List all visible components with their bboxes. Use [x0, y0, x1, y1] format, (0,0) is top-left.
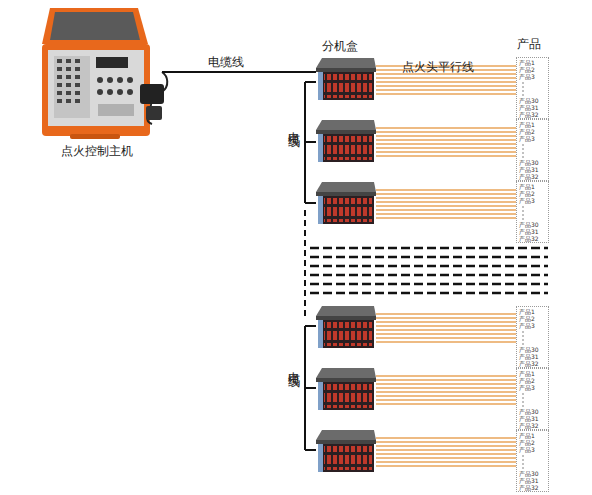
sub-box: [316, 58, 376, 472]
ellipsis-dots: [518, 431, 530, 471]
product-column: 产品1产品2产品3 产品30产品31产品32: [516, 119, 549, 181]
product-column: 产品1产品2产品3 产品30产品31产品32: [516, 368, 549, 430]
cable-label: 电缆线: [208, 55, 244, 69]
product-item: 产品31: [519, 477, 539, 484]
ellipsis-dots: [518, 58, 530, 98]
parallel-wires: [376, 66, 516, 466]
ellipsis-dots: [518, 120, 530, 160]
product-item: 产品32: [519, 422, 539, 429]
product-item: 产品31: [519, 415, 539, 422]
cable-label: 电缆线: [287, 122, 301, 128]
product-item: 产品3: [519, 446, 535, 453]
product-item: 产品32: [519, 235, 539, 242]
controller-unit: 点火控制主机: [36, 4, 158, 164]
cable-line: [162, 71, 316, 73]
device-label: 点火控制主机: [36, 144, 158, 158]
product-item: 产品32: [519, 173, 539, 180]
product-item: 产品1: [519, 308, 535, 315]
product-item: 产品2: [519, 190, 535, 197]
product-item: 产品32: [519, 360, 539, 367]
product-item: 产品31: [519, 228, 539, 235]
product-item: 产品30: [519, 221, 539, 228]
product-column: 产品1产品2产品3 产品30产品31产品32: [516, 430, 549, 492]
product-item: 产品2: [519, 377, 535, 384]
product-item: 产品3: [519, 384, 535, 391]
ellipsis-dots: [518, 182, 530, 222]
ellipsis-dots: [518, 307, 530, 347]
product-item: 产品1: [519, 370, 535, 377]
ellipsis-dots: [518, 369, 530, 409]
product-item: 产品31: [519, 166, 539, 173]
product-item: 产品3: [519, 135, 535, 142]
product-item: 产品2: [519, 128, 535, 135]
product-item: 产品30: [519, 346, 539, 353]
product-item: 产品2: [519, 439, 535, 446]
product-item: 产品2: [519, 315, 535, 322]
controller-drawing: [42, 8, 167, 139]
product-item: 产品32: [519, 111, 539, 118]
product-column: 产品1产品2产品3 产品30产品31产品32: [516, 306, 549, 368]
product-item: 产品30: [519, 159, 539, 166]
product-item: 产品1: [519, 432, 535, 439]
box-label: 分机盒: [322, 39, 358, 53]
product-item: 产品32: [519, 484, 539, 491]
cable-dashed: [304, 210, 306, 318]
product-item: 产品30: [519, 470, 539, 477]
product-item: 产品3: [519, 73, 535, 80]
product-item: 产品1: [519, 59, 535, 66]
product-item: 产品1: [519, 121, 535, 128]
wire-label: 点火头平行线: [402, 60, 474, 74]
product-item: 产品31: [519, 104, 539, 111]
product-item: 产品31: [519, 353, 539, 360]
product-column: 产品产品1产品2产品3产品30产品31产品32: [516, 57, 549, 119]
product-item: 产品1: [519, 183, 535, 190]
omitted-rows: [310, 248, 548, 293]
product-item: 产品30: [519, 97, 539, 104]
product-item: 产品2: [519, 66, 535, 73]
product-item: 产品3: [519, 197, 535, 204]
product-item: 产品3: [519, 322, 535, 329]
column-heading: 产品: [517, 37, 541, 51]
product-item: 产品30: [519, 408, 539, 415]
product-column: 产品1产品2产品3 产品30产品31产品32: [516, 181, 549, 243]
cable-label: 电缆线: [287, 362, 301, 368]
